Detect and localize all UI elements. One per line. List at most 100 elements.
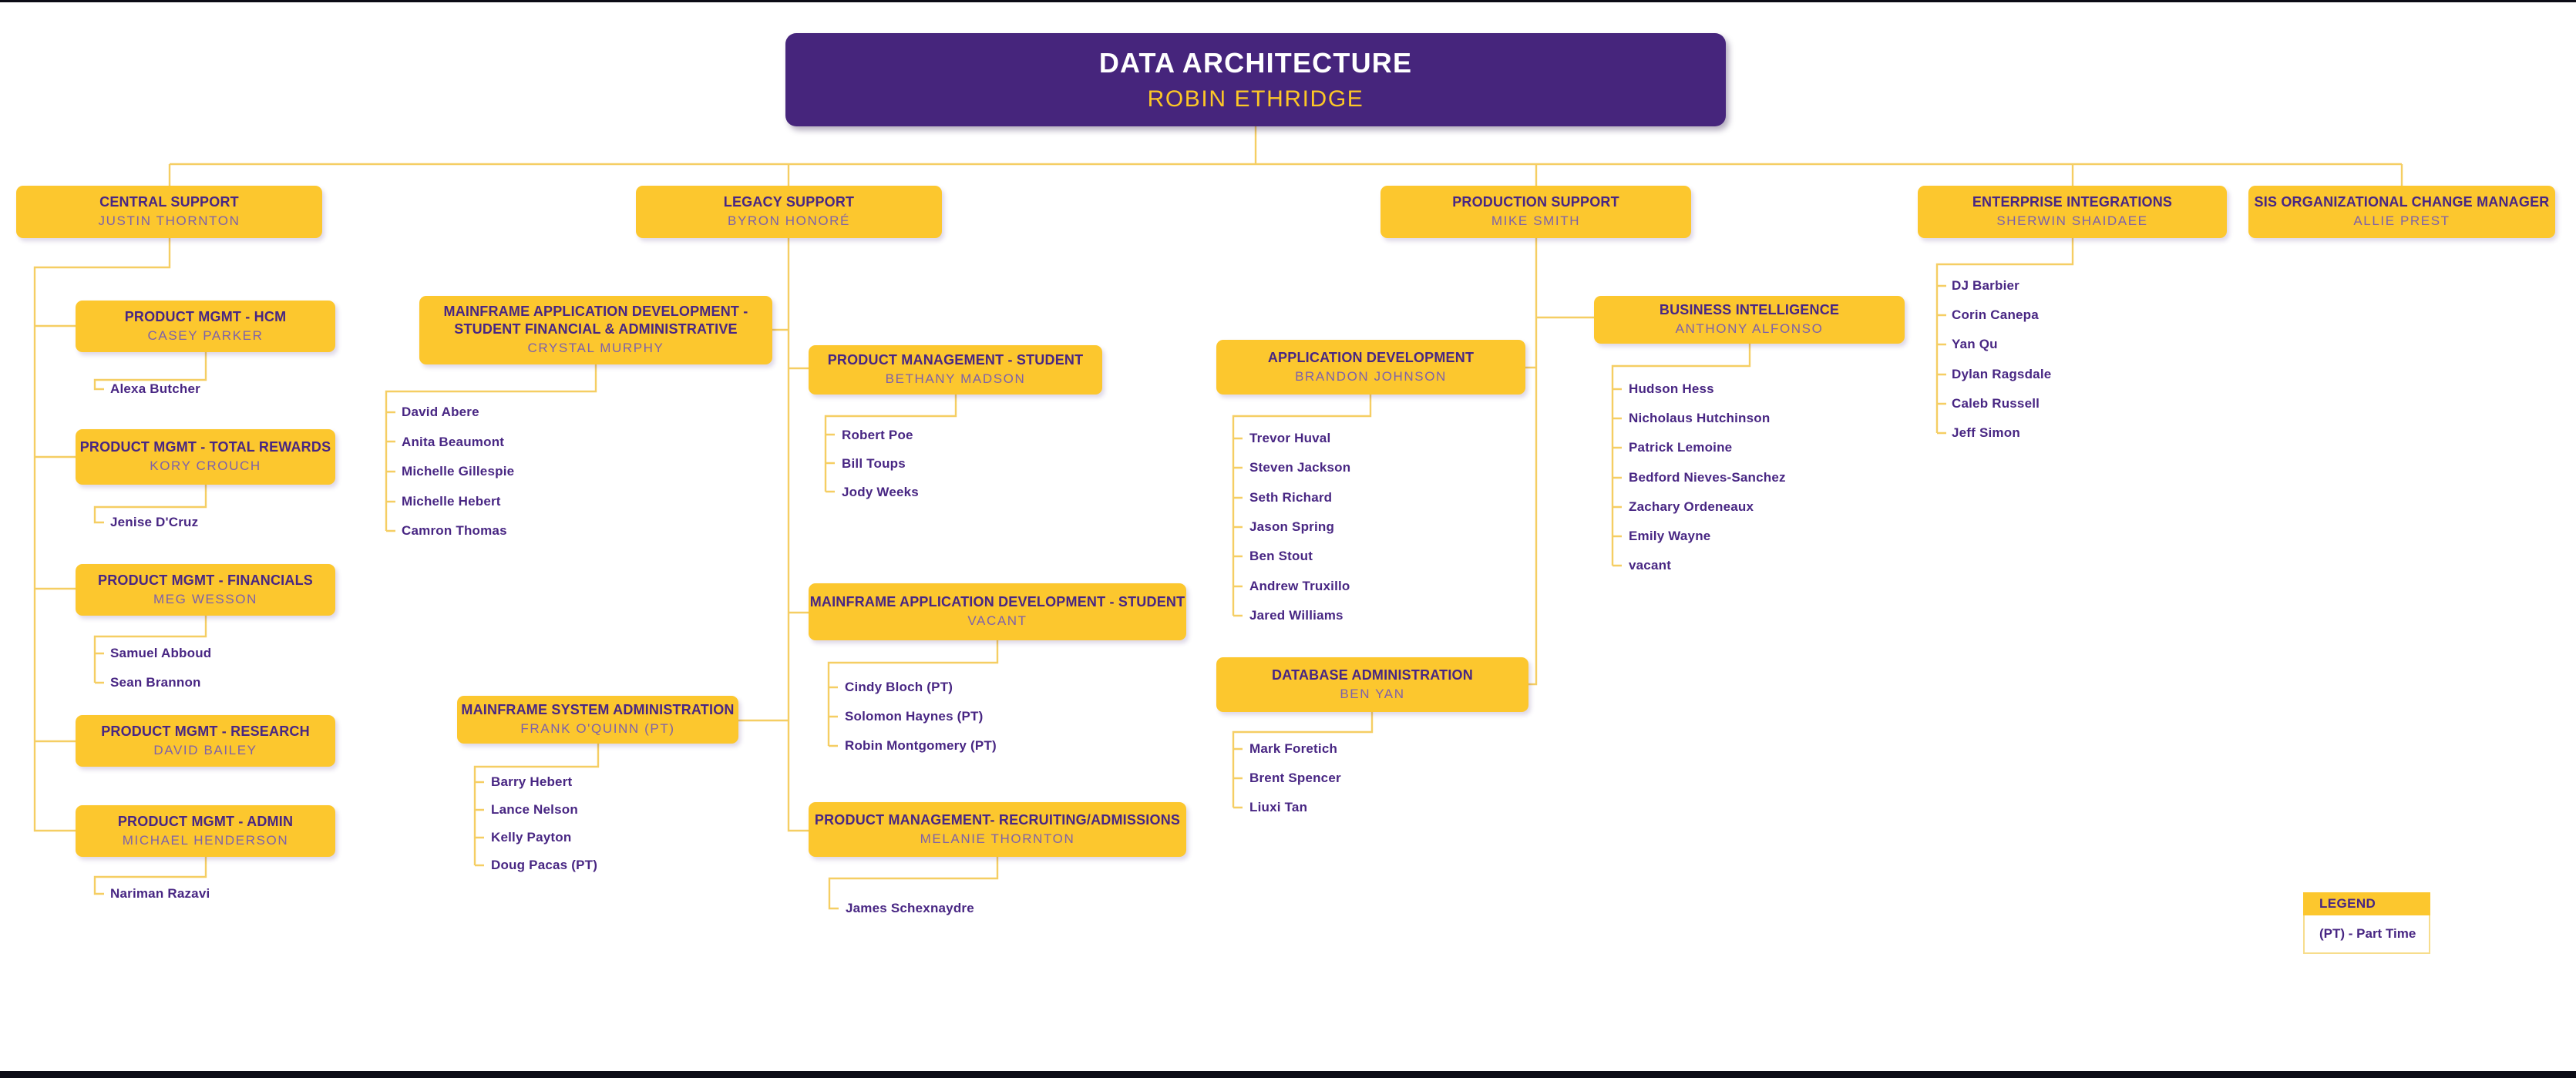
unit-person: CASEY PARKER (147, 327, 264, 343)
member-name: Sean Brannon (110, 675, 201, 690)
member-name: Lance Nelson (491, 802, 578, 817)
org-box-product-mgmt-research: PRODUCT MGMT - RESEARCH DAVID BAILEY (76, 715, 335, 767)
org-box-product-mgmt-hcm: PRODUCT MGMT - HCM CASEY PARKER (76, 301, 335, 352)
member-name: Doug Pacas (PT) (491, 858, 598, 872)
member-name: Solomon Haynes (PT) (845, 709, 984, 724)
connector-production-support-spine (1525, 238, 1594, 686)
unit-title: PRODUCT MGMT - HCM (124, 308, 287, 324)
connector-msa-members (473, 744, 600, 867)
member-name: Barry Hebert (491, 774, 573, 789)
member-name: Nariman Razavi (110, 886, 210, 901)
unit-person: JUSTIN THORNTON (98, 213, 240, 229)
member-name: Michelle Hebert (402, 493, 501, 509)
member-list-mainframe-system-administration: Barry Hebert Lance Nelson Kelly Payton D… (491, 768, 597, 879)
unit-title: DATA ARCHITECTURE (1098, 46, 1413, 79)
member-list-database-administration: Mark Foretich Brent Spencer Liuxi Tan (1249, 734, 1341, 822)
org-box-product-mgmt-financials: PRODUCT MGMT - FINANCIALS MEG WESSON (76, 564, 335, 616)
member-name: Corin Canepa (1952, 307, 2039, 323)
unit-title: PRODUCTION SUPPORT (1452, 194, 1619, 210)
unit-person: MEG WESSON (153, 591, 257, 606)
connector-db-admin-members (1232, 712, 1374, 809)
member-name: Steven Jackson (1249, 460, 1351, 475)
member-name: Zachary Ordeneaux (1629, 499, 1754, 514)
member-name: Camron Thomas (402, 523, 507, 539)
org-box-production-support: PRODUCTION SUPPORT MIKE SMITH (1380, 186, 1691, 238)
member-name: Jared Williams (1249, 608, 1343, 623)
unit-person: FRANK O'QUINN (PT) (520, 721, 675, 737)
org-box-central-support: CENTRAL SUPPORT JUSTIN THORNTON (16, 186, 322, 238)
legend-body: (PT) - Part Time (2303, 915, 2430, 954)
member-name: Patrick Lemoine (1629, 440, 1733, 455)
unit-title: SIS ORGANIZATIONAL CHANGE MANAGER (2254, 194, 2550, 210)
org-box-mainframe-app-dev-student: MAINFRAME APPLICATION DEVELOPMENT - STUD… (809, 583, 1186, 640)
unit-title: PRODUCT MANAGEMENT- RECRUITING/ADMISSION… (814, 811, 1181, 828)
connector-mad-sfa-members (385, 364, 597, 532)
member-name: Mark Foretich (1249, 741, 1338, 756)
org-box-application-development: APPLICATION DEVELOPMENT BRANDON JOHNSON (1216, 340, 1525, 395)
unit-person: BETHANY MADSON (885, 371, 1026, 387)
member-name: Ben Stout (1249, 549, 1313, 564)
member-name: DJ Barbier (1952, 278, 2019, 294)
connector-central-support-spine (33, 238, 171, 832)
member-name: Alexa Butcher (110, 381, 200, 396)
member-list-mainframe-app-dev-sfa: David Abere Anita Beaumont Michelle Gill… (402, 398, 514, 546)
unit-person: BYRON HONORÉ (728, 213, 850, 229)
org-box-product-mgmt-total-rewards: PRODUCT MGMT - TOTAL REWARDS KORY CROUCH (76, 429, 335, 485)
legend-entry: (PT) - Part Time (2319, 926, 2416, 941)
connector-mad-student-members (827, 640, 999, 747)
member-name: Dylan Ragsdale (1952, 366, 2052, 381)
unit-title: APPLICATION DEVELOPMENT (1267, 349, 1475, 365)
org-box-database-administration: DATABASE ADMINISTRATION BEN YAN (1216, 657, 1528, 712)
connector-ei-members (1935, 238, 2074, 435)
member-name: Cindy Bloch (PT) (845, 680, 953, 694)
unit-title: MAINFRAME APPLICATION DEVELOPMENT - STUD… (443, 304, 748, 338)
unit-title: BUSINESS INTELLIGENCE (1659, 302, 1840, 318)
member-name: David Abere (402, 405, 479, 420)
member-list-product-management-student: Robert Poe Bill Toups Jody Weeks (842, 421, 919, 506)
connector-app-dev-members (1232, 395, 1372, 617)
org-box-legacy-support: LEGACY SUPPORT BYRON HONORÉ (636, 186, 942, 238)
connector-bi-members (1611, 344, 1751, 567)
member-list-business-intelligence: Hudson Hess Nicholaus Hutchinson Patrick… (1629, 374, 1786, 580)
connector-legacy-support-spine (738, 238, 809, 832)
unit-person: VACANT (967, 613, 1027, 629)
org-box-product-mgmt-admin: PRODUCT MGMT - ADMIN MICHAEL HENDERSON (76, 805, 335, 857)
member-name: Michelle Gillespie (402, 464, 515, 479)
unit-person: CRYSTAL MURPHY (527, 341, 664, 356)
member-name: Bedford Nieves-Sanchez (1629, 469, 1786, 485)
connector-hcm-members (93, 352, 207, 391)
org-box-mainframe-system-administration: MAINFRAME SYSTEM ADMINISTRATION FRANK O'… (457, 696, 738, 744)
member-list-product-mgmt-hcm: Alexa Butcher (110, 374, 200, 404)
unit-person: KORY CROUCH (150, 458, 261, 474)
unit-person: DAVID BAILEY (153, 742, 257, 757)
member-list-product-mgmt-admin: Nariman Razavi (110, 879, 210, 908)
unit-person: MELANIE THORNTON (920, 831, 1075, 846)
member-name: Nicholaus Hutchinson (1629, 411, 1771, 426)
member-name: Jeff Simon (1952, 425, 2020, 441)
unit-person: ALLIE PREST (2353, 213, 2450, 229)
unit-title: PRODUCT MGMT - RESEARCH (101, 723, 310, 739)
unit-person: ROBIN ETHRIDGE (1147, 86, 1364, 113)
member-name: Samuel Abboud (110, 646, 212, 660)
member-name: Jason Spring (1249, 519, 1335, 535)
member-name: Jenise D'Cruz (110, 515, 199, 529)
member-list-application-development: Trevor Huval Steven Jackson Seth Richard… (1249, 424, 1350, 630)
member-name: Yan Qu (1952, 337, 1998, 352)
org-box-enterprise-integrations: ENTERPRISE INTEGRATIONS SHERWIN SHAIDAEE (1918, 186, 2227, 238)
unit-title: CENTRAL SUPPORT (99, 194, 239, 210)
unit-person: BEN YAN (1340, 686, 1405, 701)
org-box-product-management-recruiting-admissions: PRODUCT MANAGEMENT- RECRUITING/ADMISSION… (809, 802, 1186, 857)
unit-person: BRANDON JOHNSON (1295, 368, 1447, 384)
connector-total-rewards-members (93, 485, 207, 524)
connector-pm-recruiting-members (828, 857, 999, 910)
legend-title: LEGEND (2303, 892, 2430, 915)
unit-title: DATABASE ADMINISTRATION (1272, 667, 1473, 683)
member-list-product-mgmt-total-rewards: Jenise D'Cruz (110, 508, 198, 537)
unit-person: MICHAEL HENDERSON (122, 832, 289, 848)
member-name: Andrew Truxillo (1249, 578, 1350, 593)
member-name: Brent Spencer (1249, 771, 1341, 785)
unit-title: MAINFRAME SYSTEM ADMINISTRATION (461, 702, 735, 718)
unit-title: PRODUCT MGMT - TOTAL REWARDS (79, 439, 331, 455)
